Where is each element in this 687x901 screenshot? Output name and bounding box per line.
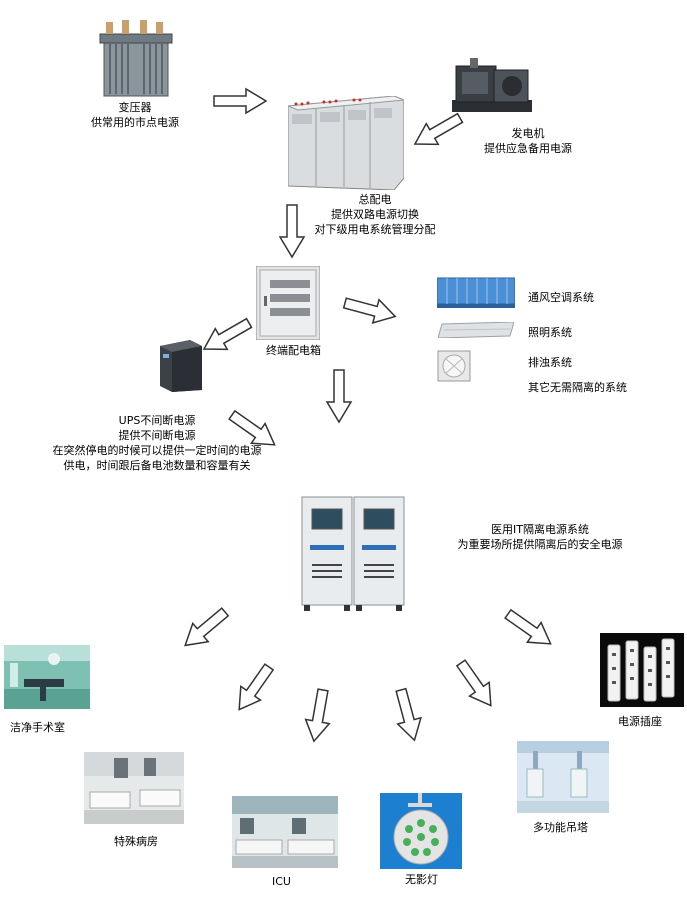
generator-desc: 提供应急备用电源 (484, 142, 572, 155)
arrow-terminal-to-it (326, 369, 352, 423)
ups-desc2: 在突然停电的时候可以提供一定时间的电源 (52, 444, 262, 457)
ups-image (160, 340, 202, 392)
shadowless-lamp-image (380, 793, 462, 869)
power-socket-label: 电源插座 (618, 715, 662, 728)
arrow-it-to-lamp (388, 686, 427, 745)
terminal-box-image (256, 266, 320, 340)
arrow-it-to-operating-room (176, 602, 234, 656)
lighting-image (438, 322, 514, 338)
special-ward-label: 特殊病房 (114, 835, 158, 848)
hvac-image (437, 277, 515, 308)
pendant-label: 多功能吊塔 (533, 821, 588, 834)
transformer-label: 变压器 供常用的市点电源 (80, 100, 190, 130)
ups-name: UPS不间断电源 (118, 414, 196, 427)
generator-name: 发电机 (511, 127, 545, 140)
arrow-transformer-to-main (213, 88, 267, 114)
it-system-image (301, 496, 405, 611)
transformer-desc: 供常用的市点电源 (91, 116, 179, 129)
generator-label: 发电机 提供应急备用电源 (478, 126, 578, 156)
ups-desc3: 供电，时间跟后备电池数量和容量有关 (63, 459, 251, 472)
arrow-terminal-to-ups (197, 311, 256, 361)
system-exhaust-label: 排浊系统 (528, 356, 572, 369)
arrow-terminal-to-systems (341, 290, 400, 329)
arrow-it-to-socket (500, 603, 559, 655)
power-socket-image (600, 633, 684, 707)
main-distribution-name: 总配电 (358, 193, 392, 206)
terminal-box-label: 终端配电箱 (266, 344, 321, 357)
system-other-label: 其它无需隔离的系统 (528, 381, 627, 394)
ups-label: UPS不间断电源 提供不间断电源 在突然停电的时候可以提供一定时间的电源 供电，… (32, 413, 282, 473)
arrow-it-to-pendant (450, 655, 502, 714)
transformer-image (99, 20, 173, 97)
it-system-label: 医用IT隔离电源系统 为重要场所提供隔离后的安全电源 (440, 522, 640, 552)
transformer-name: 变压器 (118, 101, 152, 114)
arrow-it-to-special-ward (228, 659, 280, 718)
ups-desc1: 提供不间断电源 (118, 429, 196, 442)
main-distribution-desc1: 提供双路电源切换 (331, 208, 419, 221)
main-distribution-desc2: 对下级用电系统管理分配 (314, 223, 436, 236)
system-hvac-label: 通风空调系统 (528, 291, 594, 304)
system-lighting-label: 照明系统 (528, 326, 572, 339)
it-system-desc: 为重要场所提供隔离后的安全电源 (457, 538, 623, 551)
main-distribution-label: 总配电 提供双路电源切换 对下级用电系统管理分配 (300, 192, 450, 237)
main-distribution-image (288, 96, 404, 190)
icu-image (232, 796, 338, 868)
generator-image (452, 58, 532, 112)
pendant-image (517, 741, 609, 813)
special-ward-image (84, 752, 184, 824)
operating-room-image (4, 645, 90, 709)
it-system-name: 医用IT隔离电源系统 (491, 523, 589, 536)
icu-label: ICU (272, 875, 291, 888)
arrow-it-to-icu (301, 687, 336, 745)
shadowless-lamp-label: 无影灯 (405, 873, 438, 886)
operating-room-label: 洁净手术室 (10, 721, 65, 734)
exhaust-fan-image (437, 350, 471, 382)
